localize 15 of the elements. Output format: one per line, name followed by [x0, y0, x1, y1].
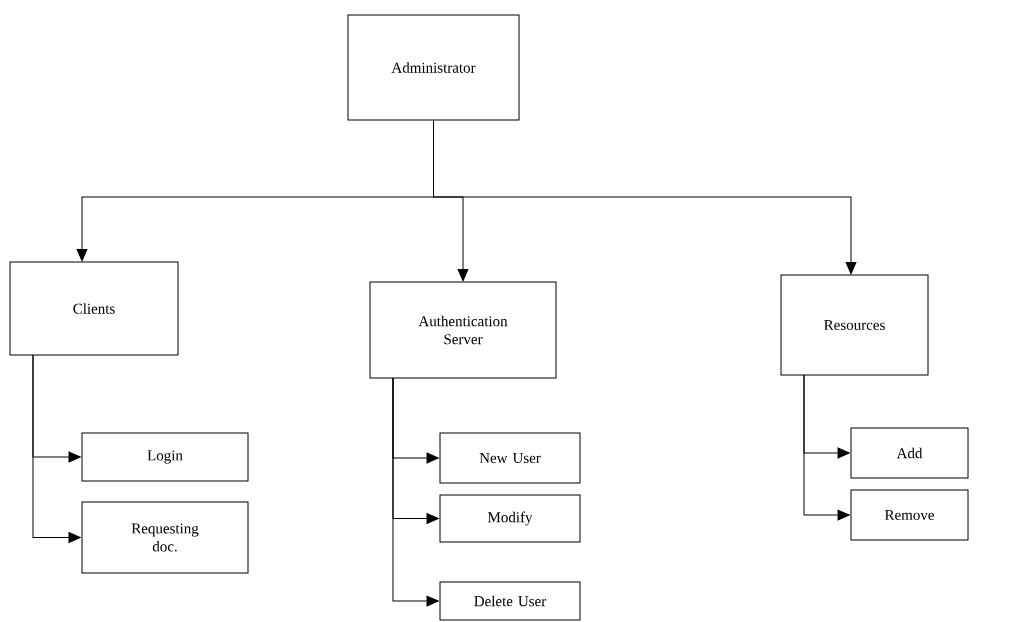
arrow	[803, 374, 850, 521]
process-box: Clients	[9, 261, 179, 356]
arrow	[32, 354, 81, 543]
process-box: Remove	[850, 489, 969, 541]
arrow	[433, 120, 857, 275]
process-box: Authentication Server	[369, 281, 557, 379]
process-box: Resources	[780, 274, 929, 376]
process-box: New User	[439, 432, 581, 484]
process-box: Administrator	[347, 14, 520, 121]
process-box: Login	[81, 432, 249, 482]
process-box: Delete User	[439, 581, 581, 621]
arrow	[392, 377, 439, 607]
process-box: Add	[850, 427, 969, 479]
process-box: Requesting doc.	[81, 501, 249, 574]
process-box: Modify	[439, 494, 581, 543]
